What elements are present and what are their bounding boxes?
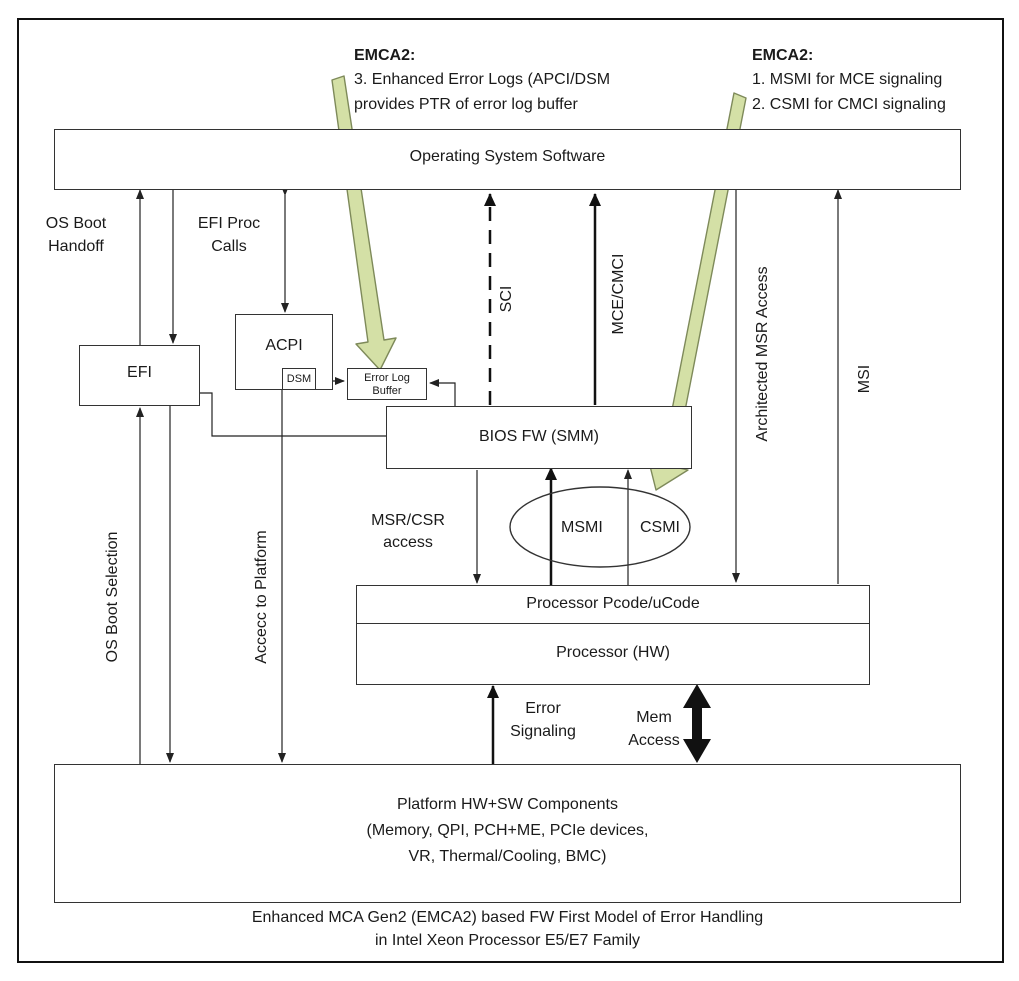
- mem-access-line2: Access: [628, 732, 680, 749]
- emca2-left-line2: provides PTR of error log buffer: [354, 96, 578, 113]
- acpi-label: ACPI: [265, 337, 303, 354]
- efi-box: EFI: [79, 345, 200, 406]
- architected-msr-label: Architected MSR Access: [754, 266, 771, 442]
- error-log-buffer-line2: Buffer: [372, 385, 402, 397]
- csmi-label: CSMI: [640, 519, 680, 536]
- msr-csr-line1: MSR/CSR: [371, 512, 445, 529]
- os-software-box: Operating System Software: [54, 129, 961, 190]
- emca2-left-title: EMCA2:: [354, 47, 416, 64]
- msr-csr-line2: access: [383, 534, 433, 551]
- bios-errorlog-connector: [429, 379, 456, 406]
- platform-line1: Platform HW+SW Components: [397, 796, 618, 813]
- efi-label: EFI: [127, 364, 152, 381]
- dsm-label: DSM: [286, 373, 312, 385]
- caption-line1: Enhanced MCA Gen2 (EMCA2) based FW First…: [251, 909, 764, 926]
- emca2-right-line1: 1. MSMI for MCE signaling: [752, 71, 943, 88]
- msi-label: MSI: [856, 364, 873, 394]
- platform-line3: VR, Thermal/Cooling, BMC): [408, 848, 607, 865]
- processor-hw-label: Processor (HW): [556, 644, 670, 661]
- error-signaling-line2: Signaling: [510, 723, 576, 740]
- processor-pcode-box: Processor Pcode/uCode: [356, 585, 870, 625]
- emca2-right-title: EMCA2:: [752, 47, 814, 64]
- emca2-right-line2: 2. CSMI for CMCI signaling: [752, 96, 946, 113]
- bios-fw-label: BIOS FW (SMM): [479, 428, 599, 445]
- dsm-box: DSM: [282, 368, 316, 390]
- os-boot-handoff-line2: Handoff: [48, 238, 104, 255]
- os-software-label: Operating System Software: [409, 148, 606, 165]
- platform-box: Platform HW+SW Components (Memory, QPI, …: [54, 764, 961, 903]
- caption-line2: in Intel Xeon Processor E5/E7 Family: [374, 932, 640, 949]
- efi-bios-connector: [200, 392, 388, 437]
- error-signaling-line1: Error: [525, 700, 561, 717]
- outer-border: [17, 18, 1004, 963]
- mem-access-arrow: [683, 684, 711, 763]
- error-log-buffer-line1: Error Log: [364, 372, 410, 384]
- platform-line2: (Memory, QPI, PCH+ME, PCIe devices,: [366, 822, 649, 839]
- processor-pcode-label: Processor Pcode/uCode: [526, 595, 700, 612]
- os-boot-selection-label: OS Boot Selection: [104, 531, 121, 663]
- efi-proc-calls-line2: Calls: [211, 238, 247, 255]
- sci-label: SCI: [498, 285, 515, 313]
- processor-hw-box: Processor (HW): [356, 623, 870, 685]
- efi-proc-calls-line1: EFI Proc: [197, 215, 261, 232]
- bios-fw-box: BIOS FW (SMM): [386, 406, 692, 469]
- msmi-label: MSMI: [561, 519, 603, 536]
- mce-cmci-label: MCE/CMCI: [610, 253, 627, 335]
- error-log-buffer-box: Error Log Buffer: [347, 368, 427, 400]
- os-boot-handoff-line1: OS Boot: [45, 215, 107, 232]
- msmi-csmi-ellipse: [509, 486, 691, 568]
- access-to-platform-label: Accecc to Platform: [253, 530, 270, 664]
- emca2-left-line1: 3. Enhanced Error Logs (APCI/DSM: [354, 71, 611, 88]
- emca2-left-callout-arrow: [331, 75, 397, 371]
- mem-access-line1: Mem: [636, 709, 672, 726]
